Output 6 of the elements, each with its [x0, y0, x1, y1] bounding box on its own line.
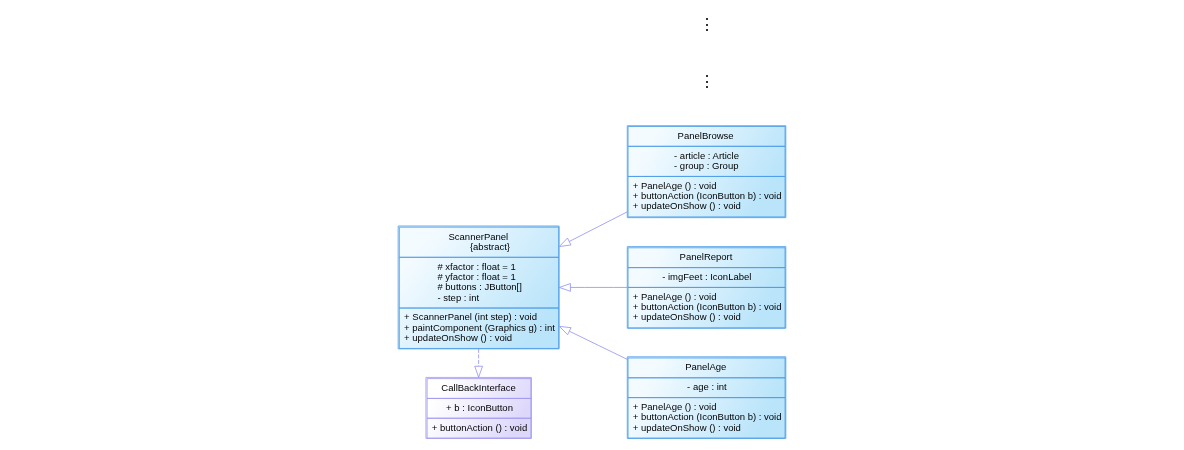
arrow	[558, 211, 628, 247]
arrow	[474, 348, 483, 378]
label: ⋮	[698, 72, 715, 90]
arrow	[558, 325, 628, 360]
label: ⋮	[698, 15, 715, 33]
arrow	[558, 283, 628, 292]
